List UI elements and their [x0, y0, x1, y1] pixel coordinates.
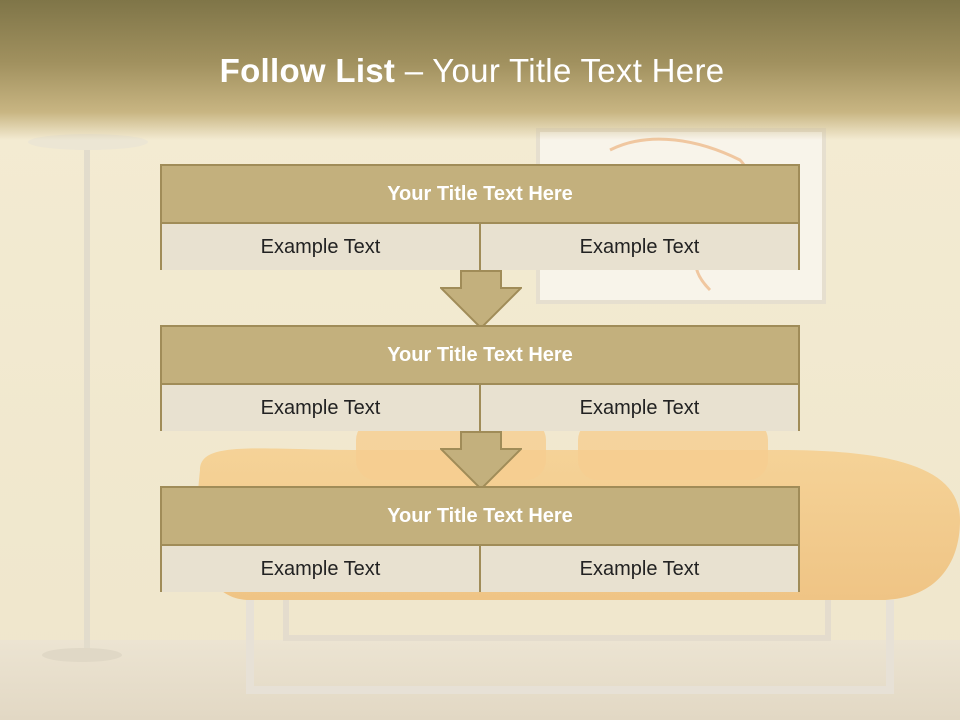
block-title: Your Title Text Here — [162, 488, 798, 546]
block-right-cell: Example Text — [479, 385, 798, 431]
title-bold-part: Follow List — [219, 52, 396, 89]
block-left-cell: Example Text — [162, 546, 479, 592]
block-right-cell: Example Text — [479, 546, 798, 592]
page-title: Follow List – Your Title Text Here — [0, 52, 944, 90]
follow-block-1: Your Title Text Here Example Text Exampl… — [160, 164, 800, 270]
block-row: Example Text Example Text — [162, 385, 798, 431]
down-arrow-icon — [440, 431, 522, 491]
block-row: Example Text Example Text — [162, 224, 798, 270]
follow-block-3: Your Title Text Here Example Text Exampl… — [160, 486, 800, 592]
block-row: Example Text Example Text — [162, 546, 798, 592]
block-right-cell: Example Text — [479, 224, 798, 270]
down-arrow-icon — [440, 270, 522, 330]
block-title: Your Title Text Here — [162, 166, 798, 224]
title-bar — [0, 0, 960, 140]
follow-block-2: Your Title Text Here Example Text Exampl… — [160, 325, 800, 431]
title-rest-part: – Your Title Text Here — [395, 52, 725, 89]
block-title: Your Title Text Here — [162, 327, 798, 385]
block-left-cell: Example Text — [162, 385, 479, 431]
block-left-cell: Example Text — [162, 224, 479, 270]
